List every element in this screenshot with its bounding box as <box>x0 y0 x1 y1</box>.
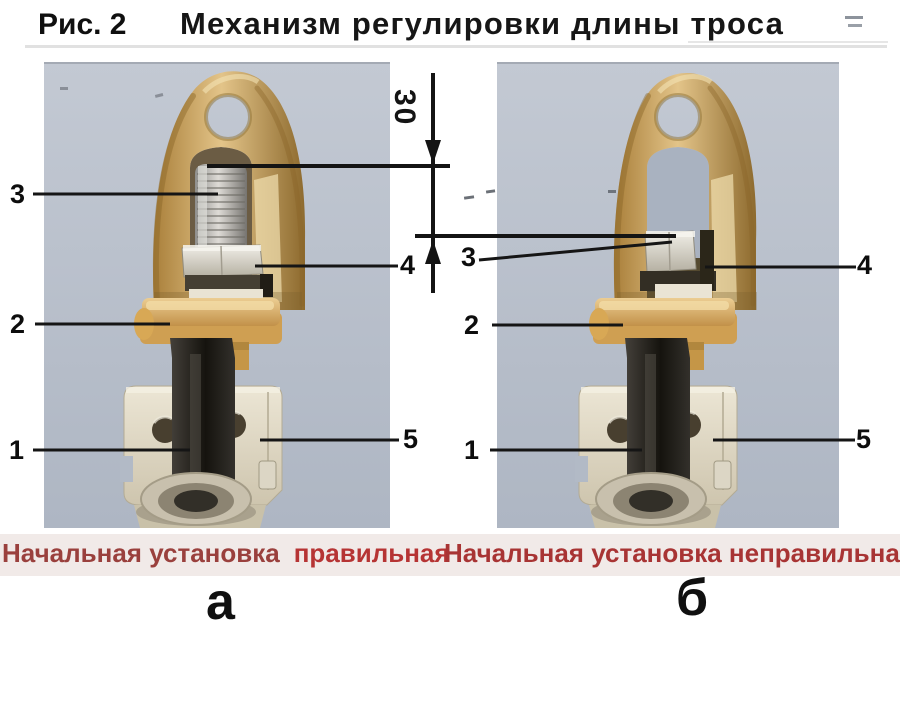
callout-5-right: 5 <box>856 424 872 454</box>
callout-4-left: 4 <box>400 250 416 280</box>
mechanism-photo-b <box>497 62 839 528</box>
yoke-shade <box>254 85 305 307</box>
scan-speck <box>608 190 616 193</box>
yoke-shade <box>613 93 651 307</box>
fixator-nut <box>640 230 716 301</box>
caption-incorrect: Начальная установка неправильна <box>444 538 900 568</box>
bottom-ring <box>136 472 256 526</box>
threaded-cable-end <box>195 164 247 251</box>
caption-correct: Начальная установка правильная <box>2 538 450 569</box>
yoke-hole-rim <box>654 93 702 141</box>
figure-number: Рис. 2 <box>38 8 127 41</box>
scan-smudge <box>688 41 888 43</box>
yoke-hole-rim <box>204 93 252 141</box>
callout-3-right: 3 <box>461 242 477 272</box>
dimension-value: 30 <box>388 89 421 127</box>
callout-1-right: 1 <box>464 435 480 465</box>
scan-speck <box>848 24 862 27</box>
sub-label-b: б <box>676 569 709 627</box>
cable-sleeve <box>170 338 235 495</box>
callout-3-left: 3 <box>10 179 26 209</box>
scan-smudge <box>25 45 887 48</box>
scan-speck <box>60 87 68 90</box>
caption-strip <box>0 534 900 576</box>
bottom-ring <box>591 472 711 526</box>
callout-2-left: 2 <box>10 309 26 339</box>
callout-1-left: 1 <box>9 435 25 465</box>
legend-line-1: 1 — втулка; 2 — поводок; 3 — зубчатый (в… <box>4 702 897 706</box>
photo-edge <box>497 62 839 64</box>
callout-4-right: 4 <box>857 250 873 280</box>
figure-title: Механизм регулировки длины троса <box>180 6 785 41</box>
yoke-highlight <box>711 174 737 302</box>
yoke-shade <box>152 93 196 307</box>
caption-correct-emph: правильная <box>293 538 450 568</box>
fixator-nut <box>181 244 273 301</box>
yoke-shade <box>707 85 756 307</box>
scan-speck <box>485 189 496 194</box>
scan-speck <box>154 93 164 98</box>
yoke-sheen <box>202 74 260 94</box>
dimension-arrow-up-icon <box>425 240 441 264</box>
callout-2-right: 2 <box>464 310 480 340</box>
cable-sleeve-sheen <box>645 354 656 482</box>
mechanism-photo-a <box>44 62 390 528</box>
cable-sleeve <box>625 338 690 495</box>
caption-correct-text: Начальная установка <box>2 538 280 568</box>
scan-speck <box>845 16 863 19</box>
callout-5-left: 5 <box>403 424 419 454</box>
dimension-arrow-down-icon <box>425 140 441 164</box>
photo-edge <box>44 62 390 64</box>
yoke-sheen <box>657 74 713 94</box>
legend: 1 — втулка; 2 — поводок; 3 — зубчатый (в… <box>4 640 897 706</box>
cable-sleeve-sheen <box>190 354 201 482</box>
photo-correct-installation <box>44 62 390 528</box>
photo-incorrect-installation <box>497 62 839 528</box>
sub-label-a: а <box>206 573 235 631</box>
scan-speck <box>463 195 475 200</box>
